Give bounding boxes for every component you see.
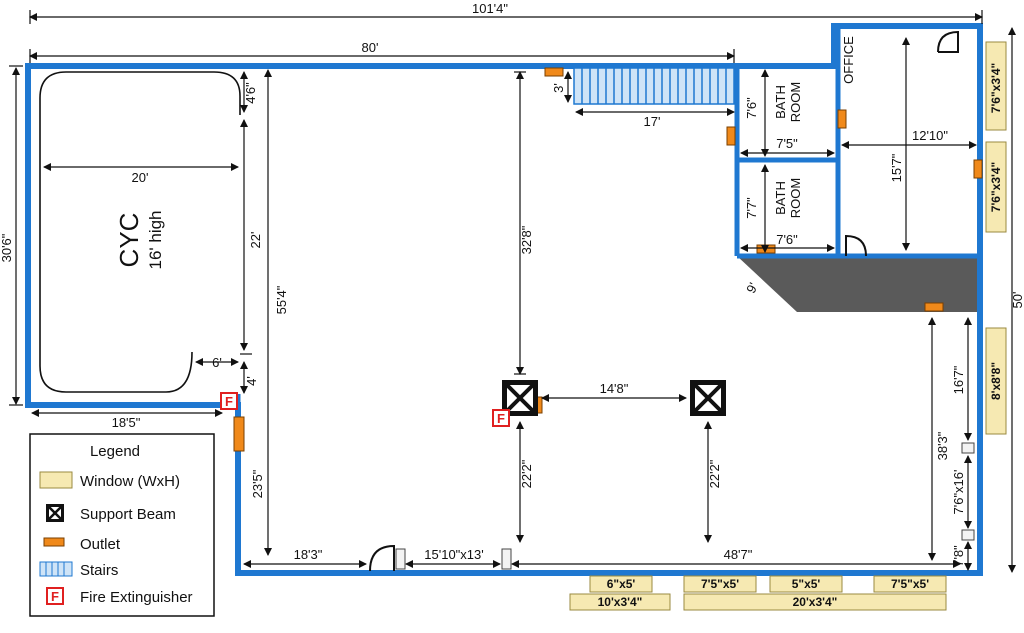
dim-cyc-gap-bottom: 6' [212,355,222,370]
window-label-bottom-d: 5"x5' [792,577,821,591]
legend: Legend Window (WxH) Support Beam Outlet … [29,433,215,617]
dim-bath2-height: 7'7" [744,197,759,219]
window-right-low [985,327,1007,435]
legend-beam-icon [46,504,64,522]
dim-cyc-top-gap: 4'6" [243,82,258,104]
dim-right-door: 7'6"x16' [951,470,966,515]
dim-stairs-width: 17' [644,114,661,129]
dim-top-width: 80' [362,40,379,55]
dim-left-bottom-width: 18'5" [112,415,141,430]
window-label-bottom-c: 7'5"x5' [701,577,739,591]
legend-outlet-swatch [43,537,65,547]
window-right-top [985,41,1007,131]
exterior-walls [25,23,983,576]
fire-extinguisher-2: F [492,409,510,427]
window-label-bottom-e: 7'5"x5' [891,577,929,591]
support-beam-2 [690,380,726,416]
room-bath2-line2: ROOM [788,178,803,218]
window-bottom-b [569,593,671,611]
dim-bottom-right: 48'7" [724,547,753,562]
window-bottom-e [873,575,947,593]
legend-stairs-swatch [39,561,73,577]
dim-right-height: 50' [1010,292,1024,309]
room-bath2-line1: BATH [773,181,788,215]
window-bottom-f [683,593,947,611]
dim-office-width: 12'10" [912,128,948,143]
legend-window: Window (WxH) [80,473,180,490]
window-bottom-a [589,575,653,593]
door-markers [395,442,975,570]
dim-main-height: 55'4" [274,285,289,314]
dim-beam-spacing: 14'8" [600,381,629,396]
window-label-bottom-b: 10'x3'4" [598,595,643,609]
window-label-right-top: 7'6"x3'4" [989,63,1003,113]
extinguisher-glyph: F [497,411,505,426]
legend-extinguisher-glyph: F [51,589,59,604]
stairs [573,67,736,105]
dim-left-height: 30'6" [0,233,14,262]
dim-right-lower: 38'3" [935,431,950,460]
dim-angled-wall: 9' [743,280,761,296]
windows [569,41,1007,611]
dim-cyc-bottom-gap: 4' [244,376,259,386]
dim-total-width: 101'4" [472,1,508,16]
legend-title: Legend [90,443,140,460]
dim-beam2-bottom: 22'2" [707,459,722,488]
dim-bath1-height: 7'6" [744,97,759,119]
legend-extinguisher: Fire Extinguisher [80,589,193,606]
legend-beam: Support Beam [80,506,176,523]
room-bath1-line2: ROOM [788,82,803,122]
window-label-right-low: 8'x8'8" [989,362,1003,400]
window-right-mid [985,141,1007,233]
dim-office-height: 15'7" [889,153,904,182]
legend-stairs: Stairs [80,562,118,579]
room-office: OFFICE [841,36,856,84]
window-label-right-mid: 7'6"x3'4" [989,162,1003,212]
legend-extinguisher-icon [46,587,64,605]
fire-extinguisher-1: F [220,392,238,410]
doors [369,30,959,572]
cyc-wall [39,71,241,393]
room-cyc-subtitle: 16' high [146,210,165,269]
dim-right-window-gap: 16'7" [951,365,966,394]
window-bottom-c [683,575,757,593]
interior-walls [235,26,980,405]
dim-bath2-width: 7'6" [776,232,798,247]
room-cyc-title: CYC [114,213,144,268]
dim-cyc-depth: 22' [248,232,263,249]
dim-cyc-width: 20' [132,170,149,185]
dimension-lines [12,13,1016,573]
window-bottom-d [769,575,843,593]
room-bath1-line1: BATH [773,85,788,119]
dim-door-opening: 15'10"x13' [424,547,483,562]
dim-bath1-width: 7'5" [776,136,798,151]
window-label-bottom-a: 6"x5' [607,577,636,591]
dim-door-left: 18'3" [294,547,323,562]
dim-right-corner: 7'8" [951,545,966,567]
dim-beam1-bottom: 22'2" [519,459,534,488]
extinguisher-glyph: F [225,394,233,409]
dim-beam-top: 32'8" [519,225,534,254]
window-label-bottom-f: 20'x3'4" [793,595,838,609]
dim-lower-left-height: 23'5" [250,469,265,498]
legend-outlet: Outlet [80,536,121,553]
dim-stairs-depth: 3' [551,83,566,93]
dark-floor-area [737,256,978,312]
legend-window-swatch [39,471,73,489]
